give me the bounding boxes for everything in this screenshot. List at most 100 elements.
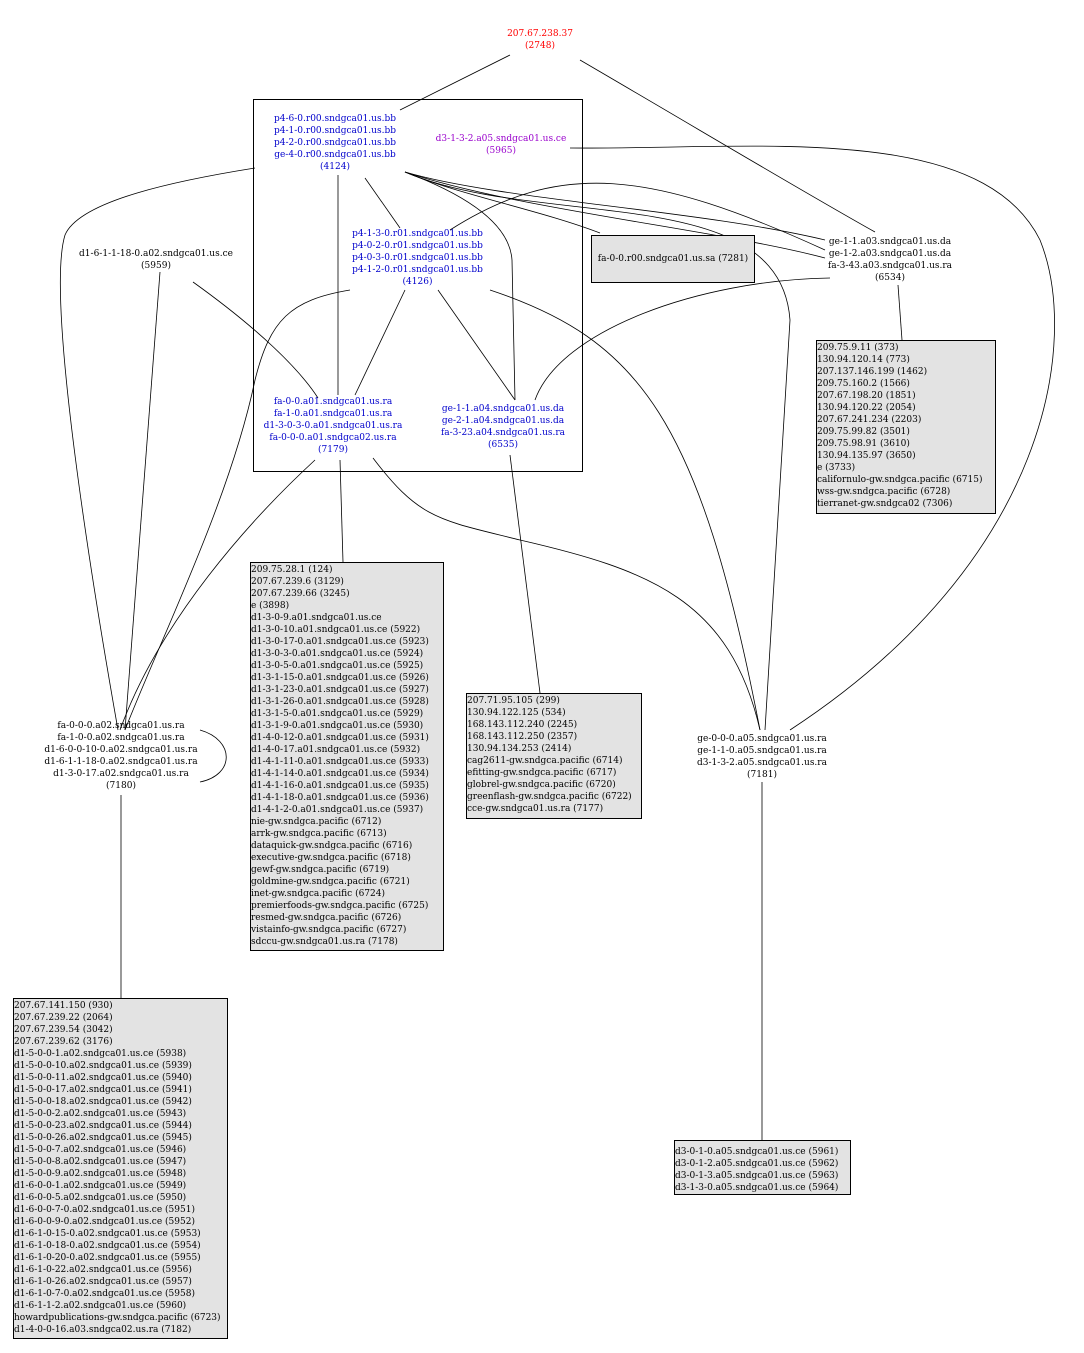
box-entry: d1-3-1-15-0.a01.sndgca01.us.ce (5926) (251, 673, 429, 683)
box-entry: d1-4-1-11-0.a01.sndgca01.us.ce (5933) (251, 757, 429, 767)
box-entry: 209.75.9.11 (373) (817, 343, 899, 353)
node-label-line: p4-0-3-0.r01.sndgca01.us.bb (352, 253, 483, 263)
box-entry: e (3733) (817, 463, 856, 473)
box-entry: d1-6-1-0-7-0.a02.sndgca01.us.ce (5958) (14, 1289, 195, 1299)
box-entry: d1-6-0-0-7-0.a02.sndgca01.us.ce (5951) (14, 1205, 195, 1215)
box-entry: inet-gw.sndgca.pacific (6724) (251, 889, 385, 899)
box-entry: cce-gw.sndgca01.us.ra (7177) (467, 804, 604, 814)
box-entry: executive-gw.sndgca.pacific (6718) (251, 853, 411, 863)
box-entry: arrk-gw.sndgca.pacific (6713) (251, 829, 387, 839)
box-entry: d1-3-0-17-0.a01.sndgca01.us.ce (5923) (251, 637, 429, 647)
edge-d1a02-fa-a02 (124, 271, 161, 731)
box-entry: goldmine-gw.sndgca.pacific (6721) (251, 877, 410, 887)
box-entry: d1-4-0-12-0.a01.sndgca01.us.ce (5931) (251, 733, 429, 743)
box-entry: 207.67.239.6 (3129) (251, 577, 344, 587)
box-entry: gewf-gw.sndgca.pacific (6719) (251, 865, 390, 875)
box-entry: 168.143.112.250 (2357) (467, 732, 578, 742)
node-label-line: ge-4-0.r00.sndgca01.us.bb (274, 150, 396, 160)
node-label-line: (6534) (875, 273, 905, 283)
box-entry: 130.94.120.22 (2054) (817, 403, 916, 413)
box-entry: 130.94.122.125 (534) (467, 708, 566, 718)
box-entry: 209.75.160.2 (1566) (817, 379, 910, 389)
node-label-line: (4126) (402, 277, 433, 287)
box-entry: d3-0-1-0.a05.sndgca01.us.ce (5961) (675, 1147, 839, 1157)
box-entry: efitting-gw.sndgca.pacific (6717) (467, 768, 617, 778)
edge-p4r00-fa-a02 (60, 167, 256, 731)
node-label-line: ge-1-1.a03.sndgca01.us.da (828, 237, 952, 247)
box-entry: vistainfo-gw.sndgca.pacific (6727) (251, 925, 407, 935)
node-p4-r01[interactable]: p4-1-3-0.r01.sndgca01.us.bb p4-0-2-0.r01.… (335, 228, 500, 288)
box-entry: d1-5-0-0-7.a02.sndgca01.us.ce (5946) (14, 1145, 187, 1155)
node-d1-a02[interactable]: d1-6-1-1-18-0.a02.sndgca01.us.ce(5959) (70, 248, 242, 272)
box-entry: d1-4-0-0-16.a03.sndgca02.us.ra (7182) (14, 1325, 192, 1335)
box-entry: d1-5-0-0-17.a02.sndgca01.us.ce (5941) (14, 1085, 192, 1095)
box-entry: d1-5-0-0-11.a02.sndgca01.us.ce (5940) (14, 1073, 192, 1083)
box-entry: d1-6-0-0-1.a02.sndgca01.us.ce (5949) (14, 1181, 187, 1191)
box-sa[interactable]: fa-0-0.r00.sndgca01.us.sa (7281) (591, 235, 755, 283)
node-label-line: d1-6-1-1-18-0.a02.sndgca01.us.ce (79, 249, 233, 259)
box-entry: dataquick-gw.sndgca.pacific (6716) (251, 841, 413, 851)
node-label-line: ge-1-2.a03.sndgca01.us.da (828, 249, 952, 259)
box-entry: d1-3-1-5-0.a01.sndgca01.us.ce (5929) (251, 709, 424, 719)
node-label-line: ge-1-1-0.a05.sndgca01.us.ra (697, 746, 827, 756)
edge-d1a02-fa-a01 (192, 281, 319, 399)
node-label-line: d1-6-0-0-10-0.a02.sndgca01.us.ra (44, 745, 198, 755)
box-entry: d1-5-0-0-23.a02.sndgca01.us.ce (5944) (14, 1121, 192, 1131)
box-entry: 130.94.135.97 (3650) (817, 451, 916, 461)
box-6535[interactable]: 207.71.95.105 (299)130.94.122.125 (534)1… (466, 693, 642, 819)
cluster-region (253, 99, 583, 472)
box-entry: greenflash-gw.sndgca.pacific (6722) (467, 792, 632, 802)
node-label-line: 207.67.238.37 (507, 29, 573, 39)
box-entry: d1-6-1-0-18-0.a02.sndgca01.us.ce (5954) (14, 1241, 201, 1251)
box-entry: 168.143.112.240 (2245) (467, 720, 578, 730)
node-label-line: (7180) (106, 781, 136, 791)
node-label-line: (6535) (488, 440, 518, 450)
box-6534[interactable]: 209.75.9.11 (373)130.94.120.14 (773)207.… (816, 340, 996, 514)
node-label-line: d1-3-0-17.a02.sndgca01.us.ra (53, 769, 189, 779)
box-7179[interactable]: 209.75.28.1 (124)207.67.239.6 (3129)207.… (250, 562, 444, 951)
box-entry: 209.75.99.82 (3501) (817, 427, 910, 437)
edge-fa-a02-loop (199, 729, 227, 783)
box-7180[interactable]: 207.67.141.150 (930)207.67.239.22 (2064)… (13, 998, 228, 1339)
box-entry: premierfoods-gw.sndgca.pacific (6725) (251, 901, 429, 911)
edge-d3a05-ge-a05 (569, 145, 1055, 731)
box-entry: d1-3-0-9.a01.sndgca01.us.ce (251, 613, 382, 623)
box-entry: d1-6-0-0-5.a02.sndgca01.us.ce (5950) (14, 1193, 187, 1203)
box-entry: d1-3-0-5-0.a01.sndgca01.us.ce (5925) (251, 661, 424, 671)
box-entry: d1-3-0-10.a01.sndgca01.us.ce (5922) (251, 625, 421, 635)
node-label-line: p4-1-2-0.r01.sndgca01.us.bb (352, 265, 483, 275)
node-label-line: d3-1-3-2.a05.sndgca01.us.ra (697, 758, 827, 768)
box-entry: 207.67.241.234 (2203) (817, 415, 922, 425)
box-entry: e (3898) (251, 601, 290, 611)
node-label-line: (4124) (320, 162, 350, 172)
box-entry: d1-6-1-0-20-0.a02.sndgca01.us.ce (5955) (14, 1253, 201, 1263)
box-entry: d1-6-1-0-15-0.a02.sndgca01.us.ce (5953) (14, 1229, 201, 1239)
box-entry: 209.75.98.91 (3610) (817, 439, 910, 449)
box-entry: sdccu-gw.sndgca01.us.ra (7178) (251, 937, 398, 947)
box-entry: d1-5-0-0-1.a02.sndgca01.us.ce (5938) (14, 1049, 187, 1059)
node-label-line: d1-3-0-3-0.a01.sndgca01.us.ra (263, 421, 403, 431)
box-entry: d1-4-1-18-0.a01.sndgca01.us.ce (5936) (251, 793, 429, 803)
box-entry: 207.67.239.62 (3176) (14, 1037, 113, 1047)
node-d3-a05[interactable]: d3-1-3-2.a05.sndgca01.us.ce(5965) (420, 133, 582, 157)
node-label-line: (5965) (486, 146, 516, 156)
node-label-line: fa-1-0.a01.sndgca01.us.ra (273, 409, 393, 419)
edge-p4r01-ge-a03 (449, 182, 826, 251)
box-entry: d3-0-1-3.a05.sndgca01.us.ce (5963) (675, 1171, 839, 1181)
box-entry: d1-3-1-23-0.a01.sndgca01.us.ce (5927) (251, 685, 429, 695)
box-entry: d1-5-0-0-10.a02.sndgca01.us.ce (5939) (14, 1061, 192, 1071)
node-root[interactable]: 207.67.238.37(2748) (470, 28, 610, 52)
node-label-line: p4-0-2-0.r01.sndgca01.us.bb (352, 241, 483, 251)
box-entry: d1-6-1-0-26.a02.sndgca01.us.ce (5957) (14, 1277, 192, 1287)
node-label-line: p4-1-3-0.r01.sndgca01.us.bb (352, 229, 483, 239)
box-7181[interactable]: d3-0-1-0.a05.sndgca01.us.ce (5961) d3-0-1… (674, 1140, 851, 1195)
node-ge-a03[interactable]: ge-1-1.a03.sndgca01.us.da ge-1-2.a03.sndg… (815, 236, 965, 284)
box-entry: 207.67.198.20 (1851) (817, 391, 916, 401)
box-entry: d1-4-1-14-0.a01.sndgca01.us.ce (5934) (251, 769, 429, 779)
node-label-line: fa-1-0-0.a02.sndgca01.us.ra (57, 733, 185, 743)
